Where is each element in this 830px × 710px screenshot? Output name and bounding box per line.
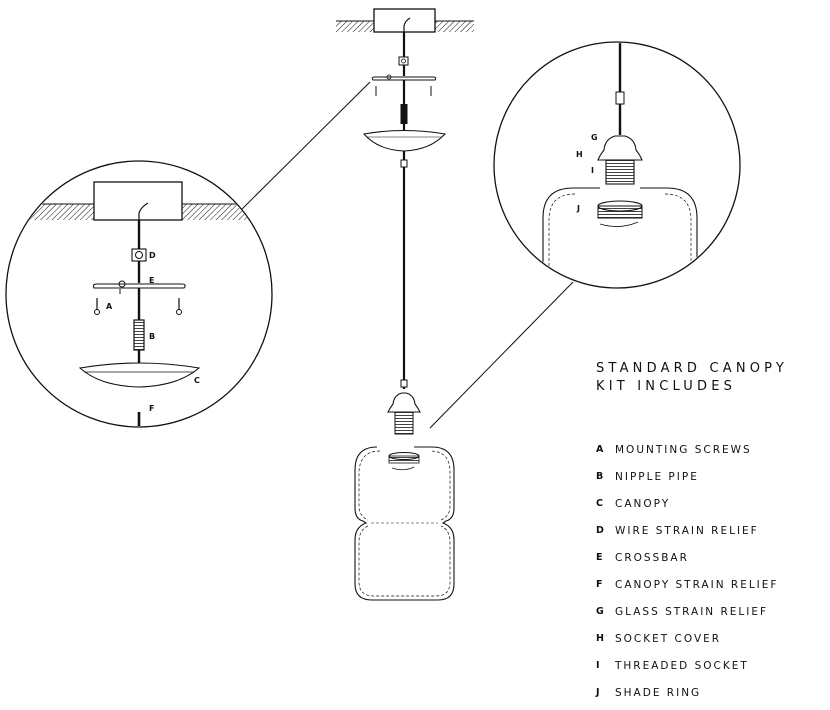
legend-label: NIPPLE PIPE xyxy=(615,470,699,483)
legend-key: H xyxy=(596,633,606,644)
ceiling-section xyxy=(336,8,474,33)
callout-d: D xyxy=(149,251,156,260)
legend-label: SHADE RING xyxy=(615,686,702,699)
callout-i: I xyxy=(591,166,594,175)
legend-label: SOCKET COVER xyxy=(615,632,722,645)
legend-label: CANOPY STRAIN RELIEF xyxy=(615,578,779,591)
legend-key: G xyxy=(596,606,606,617)
canopy-detail-circle: D E A B C F xyxy=(5,160,273,428)
callout-a: A xyxy=(106,302,113,311)
callout-f: F xyxy=(149,404,154,413)
legend-item: D WIRE STRAIN RELIEF xyxy=(596,517,778,544)
legend-item: G GLASS STRAIN RELIEF xyxy=(596,598,778,625)
legend-item: B NIPPLE PIPE xyxy=(596,463,778,490)
legend-item: E CROSSBAR xyxy=(596,544,778,571)
kit-title-line-2: KIT INCLUDES xyxy=(596,379,737,394)
legend-key: J xyxy=(596,687,602,698)
kit-title: STANDARD CANOPY KIT INCLUDES xyxy=(596,360,788,396)
legend-item: H SOCKET COVER xyxy=(596,625,778,652)
callout-h: H xyxy=(576,150,583,159)
callout-j: J xyxy=(576,204,580,213)
callout-b: B xyxy=(149,332,155,341)
legend-key: B xyxy=(596,471,606,482)
callout-c: C xyxy=(194,376,200,385)
legend-item: F CANOPY STRAIN RELIEF xyxy=(596,571,778,598)
callout-g: G xyxy=(591,133,598,142)
legend-item: C CANOPY xyxy=(596,490,778,517)
legend-label: THREADED SOCKET xyxy=(615,659,749,672)
full-pendant-drawing xyxy=(336,8,474,601)
legend-key: D xyxy=(596,525,606,536)
legend-item: J SHADE RING xyxy=(596,679,778,706)
legend-key: A xyxy=(596,444,606,455)
legend-key: C xyxy=(596,498,605,509)
legend-label: MOUNTING SCREWS xyxy=(615,443,752,456)
legend-label: WIRE STRAIN RELIEF xyxy=(615,524,759,537)
legend-key: F xyxy=(596,579,605,590)
socket-detail-circle: G H I J xyxy=(493,41,741,289)
legend-key: E xyxy=(596,552,605,563)
legend-key: I xyxy=(596,660,602,671)
legend-label: CANOPY xyxy=(615,497,671,510)
legend-item: I THREADED SOCKET xyxy=(596,652,778,679)
callout-e: E xyxy=(149,276,154,285)
legend-item: A MOUNTING SCREWS xyxy=(596,436,778,463)
kit-title-line-1: STANDARD CANOPY xyxy=(596,361,789,376)
legend-label: CROSSBAR xyxy=(615,551,689,564)
legend-label: GLASS STRAIN RELIEF xyxy=(615,605,769,618)
